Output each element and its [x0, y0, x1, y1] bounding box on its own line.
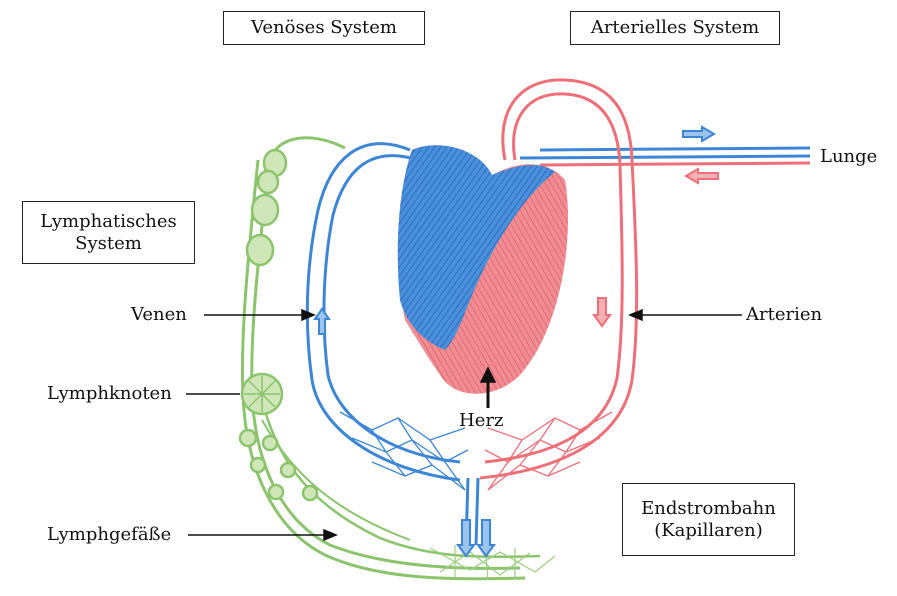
lymphgefaesse-arrowhead — [324, 530, 336, 540]
venous-system-box: Venöses System — [223, 11, 425, 45]
capillary-box: Endstrombahn (Kapillaren) — [622, 483, 795, 556]
capillary-title: Endstrombahn (Kapillaren) — [641, 498, 776, 542]
lymph-node-detail — [244, 376, 280, 412]
heart-shape — [398, 145, 568, 393]
lunge-label: Lunge — [820, 146, 877, 168]
herz-label: Herz — [459, 410, 503, 432]
lymphgefaesse-label: Lymphgefäße — [47, 524, 171, 546]
lymphatic-system-title: Lymphatisches System — [40, 211, 177, 255]
venous-system-title: Venöses System — [251, 17, 397, 39]
lymphatic-system-box: Lymphatisches System — [22, 201, 195, 264]
arterien-label: Arterien — [746, 304, 822, 326]
arterial-system-title: Arterielles System — [591, 17, 759, 39]
venen-label: Venen — [131, 304, 187, 326]
lymph-capillary-net — [430, 545, 555, 580]
lymphknoten-label: Lymphknoten — [47, 383, 172, 405]
arterial-system-box: Arterielles System — [570, 11, 780, 45]
